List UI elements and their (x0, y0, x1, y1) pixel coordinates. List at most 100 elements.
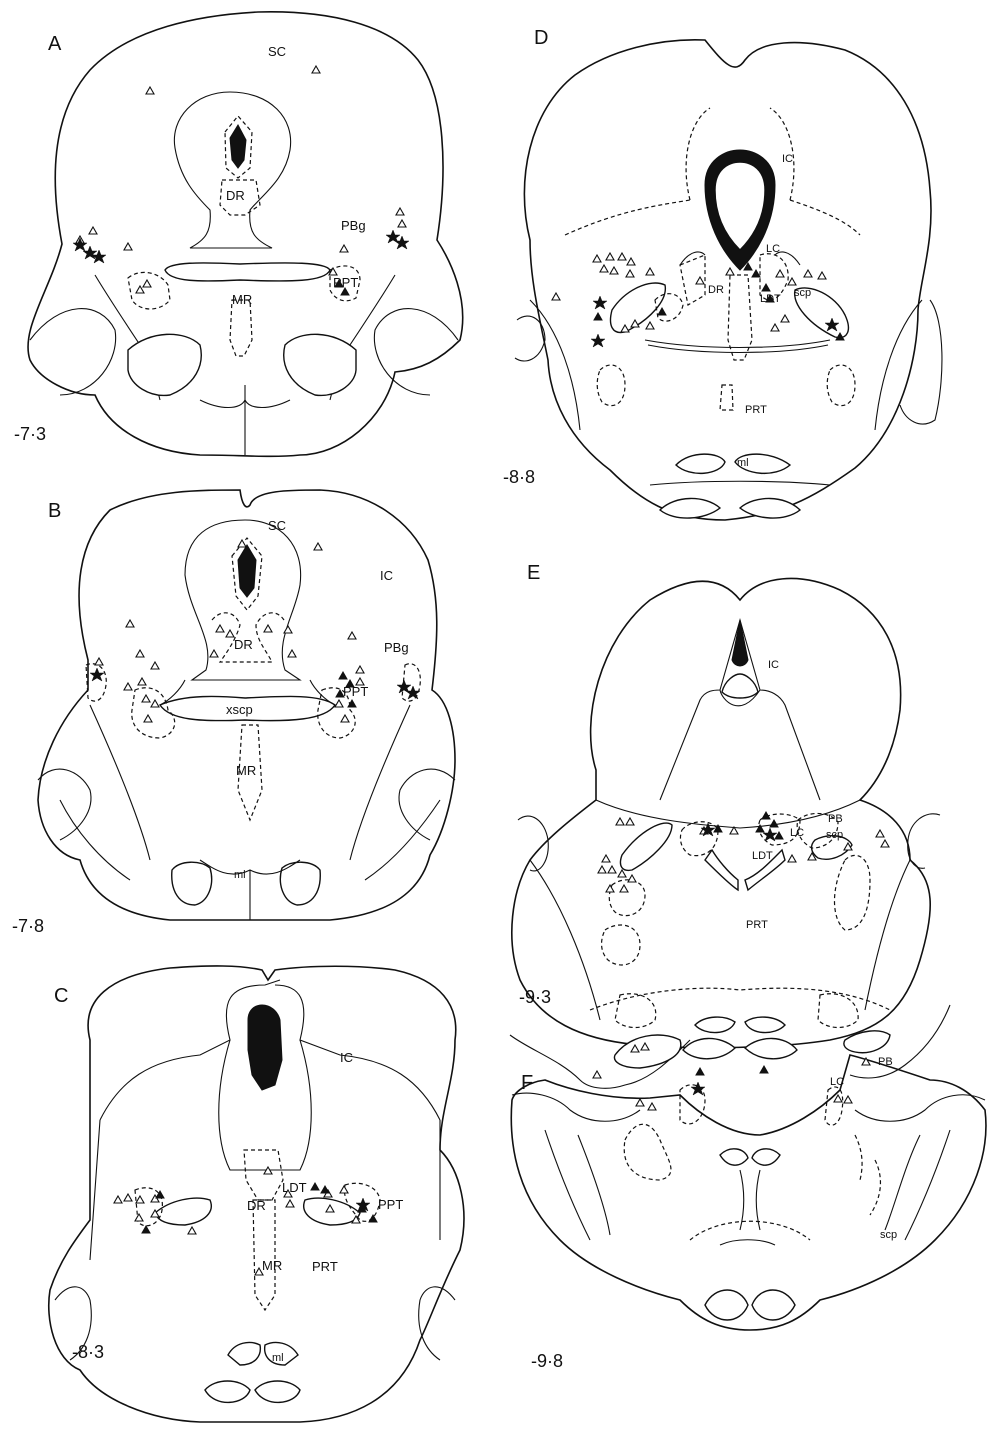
panel-f-label-pb: PB (878, 1056, 893, 1068)
open-triangle-marker (356, 666, 364, 673)
open-triangle-marker (314, 543, 322, 550)
open-triangle-marker (136, 650, 144, 657)
star-marker (73, 238, 87, 251)
open-triangle-marker (340, 245, 348, 252)
open-triangle-marker (95, 658, 103, 665)
open-triangle-marker (114, 1196, 122, 1203)
open-triangle-marker (627, 258, 635, 265)
open-triangle-marker (610, 267, 618, 274)
panel-c-label-ic: IC (340, 1050, 353, 1065)
open-triangle-marker (648, 1103, 656, 1110)
panel-e: E -9·3 IC PB LC scp LDT PRT (512, 562, 940, 1059)
filled-triangle-marker (762, 284, 770, 291)
panel-e-label-pb: PB (828, 813, 843, 825)
panel-e-label-scp: scp (826, 829, 843, 841)
panel-d: D -8·8 IC LC DR LDT scp PRT ml (503, 27, 942, 520)
filled-triangle-marker (752, 270, 760, 277)
open-triangle-marker (144, 715, 152, 722)
star-marker (691, 1082, 705, 1095)
panel-f-coordinate: -9·8 (531, 1351, 563, 1371)
panel-c: C -8·3 IC LDT DR PPT MR PRT ml (49, 966, 464, 1422)
open-triangle-marker (618, 870, 626, 877)
open-triangle-marker (284, 626, 292, 633)
panel-c-label-ldt: LDT (282, 1180, 307, 1195)
open-triangle-marker (726, 268, 734, 275)
open-triangle-marker (876, 830, 884, 837)
open-triangle-marker (771, 324, 779, 331)
open-triangle-marker (335, 700, 343, 707)
panel-d-label-prt: PRT (745, 404, 767, 416)
panel-a-letter: A (48, 33, 62, 55)
open-triangle-marker (356, 678, 364, 685)
panel-e-label-lc: LC (790, 827, 804, 839)
open-triangle-marker (312, 66, 320, 73)
panel-d-label-scp: scp (794, 287, 811, 299)
open-triangle-marker (146, 87, 154, 94)
filled-triangle-marker (369, 1215, 377, 1222)
panel-d-letter: D (534, 27, 548, 49)
open-triangle-marker (216, 625, 224, 632)
open-triangle-marker (646, 322, 654, 329)
open-triangle-marker (608, 866, 616, 873)
open-triangle-marker (288, 650, 296, 657)
panel-c-label-dr: DR (247, 1198, 266, 1213)
open-triangle-marker (602, 855, 610, 862)
panel-c-coordinate: -8·3 (72, 1342, 104, 1362)
open-triangle-marker (788, 855, 796, 862)
panel-a-markers (73, 66, 409, 295)
open-triangle-marker (626, 818, 634, 825)
open-triangle-marker (626, 270, 634, 277)
panel-d-label-ml: ml (737, 457, 749, 469)
open-triangle-marker (396, 208, 404, 215)
panel-e-letter: E (527, 562, 540, 584)
panel-a-label-sc: SC (268, 44, 286, 59)
filled-triangle-marker (696, 1068, 704, 1075)
panel-a: A -7·3 SC DR PBg PPT MR (14, 12, 463, 457)
filled-triangle-marker (658, 308, 666, 315)
open-triangle-marker (618, 253, 626, 260)
panel-e-label-ic: IC (768, 659, 779, 671)
open-triangle-marker (142, 695, 150, 702)
panel-b: B -7·8 SC IC DR PBg PPT xscp MR ml (12, 490, 455, 936)
open-triangle-marker (818, 272, 826, 279)
star-marker (593, 296, 607, 309)
open-triangle-marker (226, 630, 234, 637)
panel-b-label-ic: IC (380, 568, 393, 583)
open-triangle-marker (834, 1095, 842, 1102)
panel-b-label-xscp: xscp (226, 702, 253, 717)
open-triangle-marker (696, 277, 704, 284)
open-triangle-marker (606, 885, 614, 892)
open-triangle-marker (151, 700, 159, 707)
open-triangle-marker (398, 220, 406, 227)
panel-a-coordinate: -7·3 (14, 424, 46, 444)
open-triangle-marker (124, 243, 132, 250)
filled-triangle-marker (339, 672, 347, 679)
panel-b-coordinate: -7·8 (12, 916, 44, 936)
panel-f-label-scp: scp (880, 1229, 897, 1241)
filled-triangle-marker (760, 1066, 768, 1073)
open-triangle-marker (126, 620, 134, 627)
open-triangle-marker (804, 270, 812, 277)
open-triangle-marker (264, 625, 272, 632)
panel-b-label-sc: SC (268, 518, 286, 533)
open-triangle-marker (788, 278, 796, 285)
open-triangle-marker (340, 1186, 348, 1193)
star-marker (395, 236, 409, 249)
open-triangle-marker (188, 1227, 196, 1234)
panel-c-label-mr: MR (262, 1258, 282, 1273)
panel-b-label-ml: ml (234, 869, 246, 881)
open-triangle-marker (210, 650, 218, 657)
open-triangle-marker (138, 678, 146, 685)
filled-triangle-marker (311, 1183, 319, 1190)
panel-c-label-ml: ml (272, 1352, 284, 1364)
panel-c-label-ppt: PPT (378, 1197, 403, 1212)
panel-a-label-pbg: PBg (341, 218, 366, 233)
filled-triangle-marker (594, 313, 602, 320)
panel-a-label-ppt: PPT (333, 275, 358, 290)
panel-d-coordinate: -8·8 (503, 467, 535, 487)
star-marker (90, 668, 104, 681)
panel-a-label-mr: MR (232, 292, 252, 307)
open-triangle-marker (238, 540, 246, 547)
filled-triangle-marker (770, 820, 778, 827)
